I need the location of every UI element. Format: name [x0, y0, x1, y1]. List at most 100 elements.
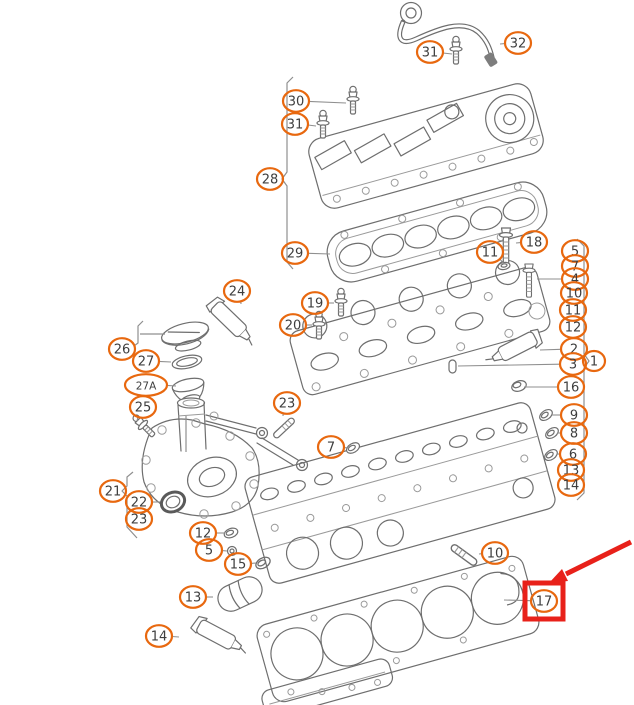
- callout-11[interactable]: 11: [558, 298, 588, 322]
- svg-text:17: 17: [536, 594, 553, 609]
- bolt-31-left: [316, 109, 330, 139]
- callout-31[interactable]: 31: [280, 112, 310, 136]
- svg-text:31: 31: [422, 45, 439, 60]
- svg-text:2: 2: [570, 342, 578, 357]
- svg-text:21: 21: [105, 484, 122, 499]
- callout-2[interactable]: 2: [559, 337, 589, 361]
- bolt-19: [334, 287, 348, 317]
- callout-26[interactable]: 26: [107, 337, 137, 361]
- callout-9[interactable]: 9: [559, 403, 589, 427]
- dowel-3: [448, 359, 457, 374]
- callout-14[interactable]: 14: [556, 473, 586, 497]
- svg-text:5: 5: [205, 543, 213, 558]
- svg-text:1: 1: [590, 354, 598, 369]
- svg-text:9: 9: [570, 408, 578, 423]
- callout-30[interactable]: 30: [281, 89, 311, 113]
- callout-18[interactable]: 18: [519, 230, 549, 254]
- svg-text:23: 23: [279, 396, 296, 411]
- svg-text:6: 6: [569, 447, 577, 462]
- cap-12: [222, 525, 240, 541]
- callout-6[interactable]: 6: [558, 442, 588, 466]
- callout-24[interactable]: 24: [222, 279, 252, 303]
- svg-text:26: 26: [114, 342, 131, 357]
- valve-cover-drawing: [308, 83, 544, 209]
- bracket-21: [121, 416, 187, 539]
- callout-12[interactable]: 12: [558, 315, 588, 339]
- svg-text:28: 28: [262, 172, 279, 187]
- callout-14[interactable]: 14: [144, 624, 174, 648]
- callout-27[interactable]: 27: [131, 349, 161, 373]
- callout-23[interactable]: 23: [272, 391, 302, 415]
- callout-7[interactable]: 7: [316, 435, 346, 459]
- callout-21[interactable]: 21: [98, 479, 128, 503]
- svg-text:18: 18: [526, 235, 543, 250]
- svg-text:30: 30: [288, 94, 305, 109]
- callout-12[interactable]: 12: [188, 521, 218, 545]
- callout-15[interactable]: 15: [223, 552, 253, 576]
- callout-16[interactable]: 16: [556, 375, 586, 399]
- bolt-30: [346, 85, 360, 115]
- callout-11[interactable]: 11: [475, 240, 505, 264]
- callout-1[interactable]: 1: [581, 349, 607, 373]
- svg-text:10: 10: [487, 546, 504, 561]
- head-gasket-drawing: [256, 555, 540, 705]
- callout-5[interactable]: 5: [194, 538, 224, 562]
- svg-text:14: 14: [151, 629, 168, 644]
- callout-31[interactable]: 31: [415, 40, 445, 64]
- svg-text:3: 3: [569, 357, 577, 372]
- highlight-arrow: [549, 539, 633, 583]
- front-cover-drawing: [141, 418, 260, 519]
- breather-hose-drawing: [397, 1, 498, 67]
- svg-text:23: 23: [131, 512, 148, 527]
- svg-text:16: 16: [563, 380, 580, 395]
- callout-10[interactable]: 10: [480, 541, 510, 565]
- callout-32[interactable]: 32: [503, 31, 533, 55]
- callout-29[interactable]: 29: [280, 241, 310, 265]
- callout-17[interactable]: 17: [529, 589, 559, 613]
- oil-filler-cap-drawing: [160, 321, 210, 352]
- svg-text:11: 11: [482, 245, 499, 260]
- camshaft-carrier-drawing: [289, 259, 551, 396]
- stud-10: [449, 542, 479, 568]
- svg-text:25: 25: [135, 400, 152, 415]
- highlight-box-item-17: [522, 580, 566, 622]
- svg-text:24: 24: [229, 284, 246, 299]
- callout-28[interactable]: 28: [255, 167, 285, 191]
- svg-text:27: 27: [138, 354, 155, 369]
- plug-16: [511, 380, 527, 392]
- callout-25[interactable]: 25: [128, 395, 158, 419]
- callout-5[interactable]: 5: [560, 239, 590, 263]
- svg-text:10: 10: [566, 286, 583, 301]
- bolt-31-top: [449, 35, 463, 65]
- callout-19[interactable]: 19: [300, 291, 330, 315]
- callout-8[interactable]: 8: [559, 421, 589, 445]
- callout-20[interactable]: 20: [278, 313, 308, 337]
- callout-4[interactable]: 4: [560, 267, 590, 291]
- svg-text:7: 7: [571, 259, 579, 274]
- svg-text:32: 32: [510, 36, 527, 51]
- callout-23[interactable]: 23: [124, 507, 154, 531]
- svg-text:7: 7: [327, 440, 335, 455]
- callout-27A[interactable]: 27A: [123, 373, 169, 397]
- stud-23: [271, 416, 297, 440]
- svg-text:11: 11: [565, 303, 582, 318]
- bolt-4: [522, 263, 536, 298]
- callout-3[interactable]: 3: [558, 352, 588, 376]
- svg-text:13: 13: [185, 590, 202, 605]
- callout-10[interactable]: 10: [559, 281, 589, 305]
- bracket-26: [133, 320, 165, 347]
- bracket-1: [576, 238, 590, 501]
- svg-text:5: 5: [571, 244, 579, 259]
- svg-text:22: 22: [131, 495, 148, 510]
- callout-7[interactable]: 7: [560, 254, 590, 278]
- seal-ring-27: [171, 354, 203, 370]
- plug-13-drawing: [217, 576, 263, 612]
- cylinder-head-drawing: [244, 402, 556, 584]
- seal-6: [542, 446, 560, 464]
- callout-13[interactable]: 13: [178, 585, 208, 609]
- callout-22[interactable]: 22: [124, 490, 154, 514]
- valve-cover-gasket-drawing: [326, 181, 548, 283]
- sealant-tube-14: [189, 613, 252, 659]
